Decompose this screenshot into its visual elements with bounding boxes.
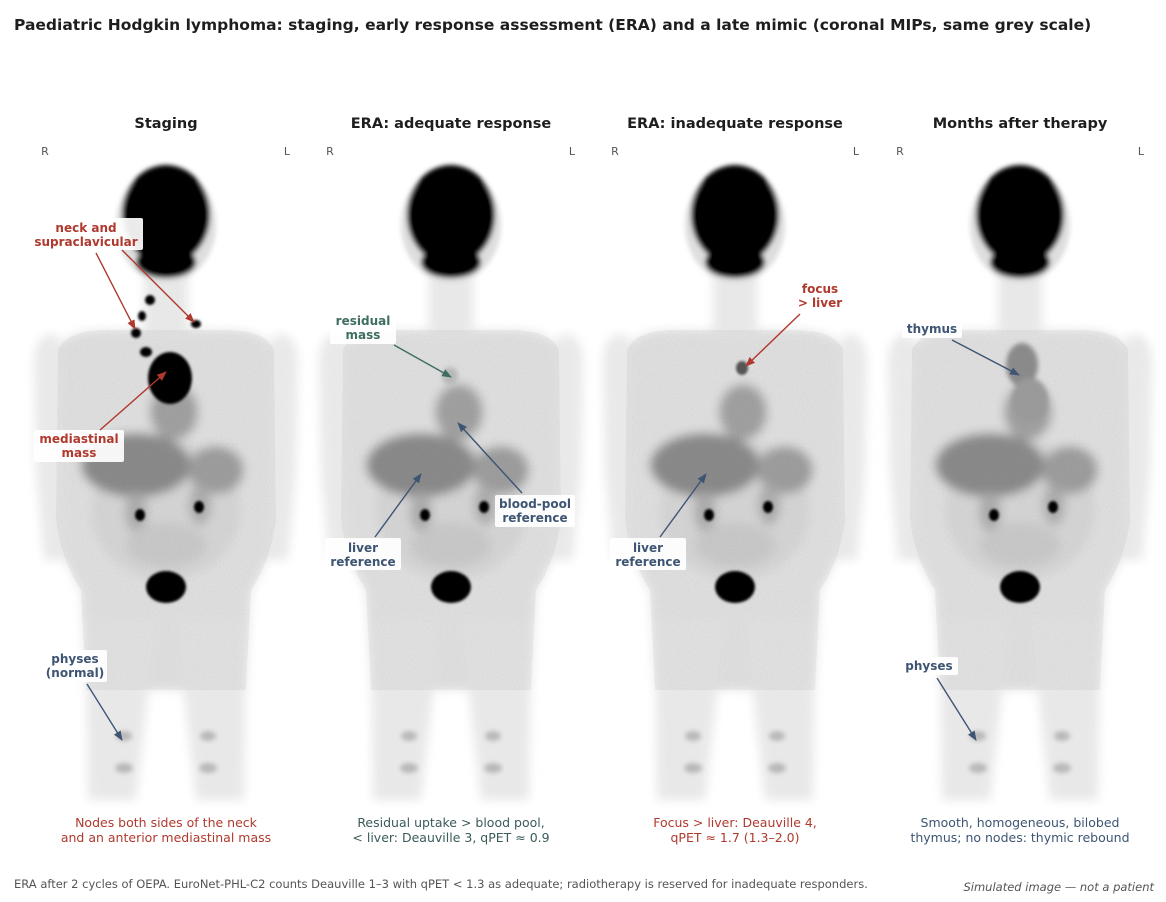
- body-mip: [603, 165, 867, 800]
- label-liver: liver reference: [325, 538, 401, 570]
- panel-caption-line1: Nodes both sides of the neck: [75, 815, 258, 830]
- panel-heading: ERA: inadequate response: [627, 116, 843, 132]
- orientation-left: L: [1138, 145, 1145, 158]
- orientation-right: R: [326, 145, 334, 158]
- svg-text:reference: reference: [615, 555, 680, 569]
- thymus: [1006, 343, 1048, 422]
- orientation-left: L: [569, 145, 576, 158]
- label-neck: neck and supraclavicular: [30, 218, 143, 250]
- svg-text:focus: focus: [802, 282, 838, 296]
- svg-text:(normal): (normal): [46, 666, 104, 680]
- panel-caption-line2: qPET ≈ 1.7 (1.3–2.0): [670, 830, 799, 845]
- svg-text:reference: reference: [502, 511, 567, 525]
- label-physes: physes (normal): [43, 650, 107, 682]
- label-thymus: thymus: [902, 320, 962, 338]
- simulated-disclaimer: Simulated image — not a patient: [963, 880, 1154, 894]
- panel-era-inadequate: ERA: inadequate response R L focus > liv…: [603, 116, 867, 845]
- label-liver: liver reference: [610, 538, 686, 570]
- svg-text:physes: physes: [51, 652, 98, 666]
- svg-text:mass: mass: [346, 328, 381, 342]
- panel-heading: Staging: [134, 116, 197, 132]
- body-mip: [888, 165, 1152, 800]
- footnote: ERA after 2 cycles of OEPA. EuroNet-PHL-…: [14, 877, 868, 891]
- body-mip: [34, 165, 298, 800]
- svg-text:liver: liver: [348, 541, 378, 555]
- svg-text:thymus: thymus: [907, 322, 957, 336]
- body-mip: [319, 165, 583, 800]
- svg-text:mass: mass: [62, 446, 97, 460]
- residual-focus: [736, 361, 748, 375]
- svg-text:residual: residual: [336, 314, 391, 328]
- lesions: [131, 295, 201, 404]
- panel-caption-line1: Smooth, homogeneous, bilobed: [921, 815, 1120, 830]
- panel-caption-line2: thymus; no nodes: thymic rebound: [910, 830, 1129, 845]
- svg-text:physes: physes: [905, 659, 952, 673]
- svg-text:liver: liver: [633, 541, 663, 555]
- panel-era-adequate: ERA: adequate response R L residual mass…: [319, 116, 583, 845]
- figure-title: Paediatric Hodgkin lymphoma: staging, ea…: [14, 16, 1092, 34]
- label-residual: residual mass: [330, 312, 396, 344]
- panel-after-therapy: Months after therapy R L thymus physes S…: [888, 116, 1152, 845]
- svg-text:neck and: neck and: [55, 221, 116, 235]
- orientation-right: R: [41, 145, 49, 158]
- svg-text:> liver: > liver: [798, 296, 842, 310]
- panel-caption-line1: Residual uptake > blood pool,: [357, 815, 544, 830]
- svg-text:mediastinal: mediastinal: [39, 432, 118, 446]
- panel-heading: Months after therapy: [933, 116, 1108, 132]
- orientation-right: R: [611, 145, 619, 158]
- orientation-left: L: [284, 145, 291, 158]
- label-mediastinal: mediastinal mass: [34, 430, 124, 462]
- label-focus: focus > liver: [792, 280, 848, 312]
- panel-caption-line2: and an anterior mediastinal mass: [61, 830, 271, 845]
- svg-text:reference: reference: [330, 555, 395, 569]
- svg-text:supraclavicular: supraclavicular: [34, 235, 137, 249]
- panel-caption-line2: < liver: Deauville 3, qPET ≈ 0.9: [352, 830, 549, 845]
- svg-text:blood-pool: blood-pool: [499, 497, 571, 511]
- panel-staging: Staging R L neck and supraclavicular med…: [30, 116, 298, 845]
- panel-caption-line1: Focus > liver: Deauville 4,: [653, 815, 817, 830]
- panel-heading: ERA: adequate response: [351, 116, 552, 132]
- orientation-left: L: [853, 145, 860, 158]
- label-physes: physes: [900, 657, 958, 675]
- label-blood-pool: blood-pool reference: [495, 495, 575, 527]
- orientation-right: R: [896, 145, 904, 158]
